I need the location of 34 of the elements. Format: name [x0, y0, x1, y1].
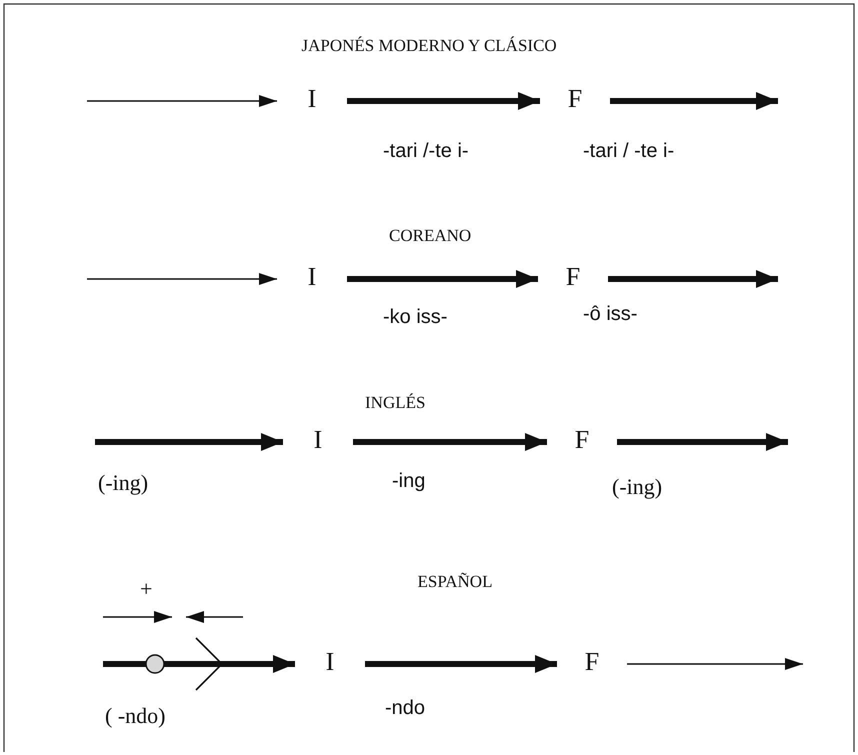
point-letter: I	[308, 86, 316, 112]
plus-sign: +	[140, 576, 152, 602]
edge-label: (-ing)	[612, 474, 662, 500]
edge-label: -tari /-te i-	[383, 140, 469, 163]
arrow	[347, 270, 538, 288]
arrow	[87, 273, 277, 285]
edge-label: (-ing)	[98, 470, 148, 496]
arrow	[608, 270, 778, 288]
edge-label: ( -ndo)	[105, 703, 166, 729]
point-letter: F	[568, 86, 582, 112]
point-letter: F	[574, 427, 590, 453]
arrow	[87, 95, 277, 107]
arrow	[627, 658, 803, 670]
arrow	[103, 655, 295, 673]
point-letter: I	[326, 649, 334, 675]
point-letter: F	[584, 649, 600, 675]
edge-label: -ko iss-	[383, 306, 448, 329]
arrow	[347, 92, 540, 110]
row-heading: JAPONÉS MODERNO Y CLÁSICO	[302, 36, 557, 56]
arrow	[617, 433, 788, 451]
edge-label: -ing	[392, 470, 426, 493]
point-letter: I	[308, 264, 316, 290]
edge-label: -ô iss-	[583, 303, 638, 326]
edge-label: -ndo	[385, 697, 426, 720]
arrow	[610, 92, 778, 110]
arrow	[353, 433, 547, 451]
edge-label: -tari / -te i-	[583, 140, 674, 163]
row-heading: COREANO	[389, 226, 472, 246]
point-letter: I	[314, 427, 322, 453]
row-heading: INGLÉS	[365, 393, 426, 413]
arrow	[95, 433, 283, 451]
arrow	[365, 655, 557, 673]
point-letter: F	[566, 264, 580, 290]
row-heading: ESPAÑOL	[418, 572, 492, 592]
